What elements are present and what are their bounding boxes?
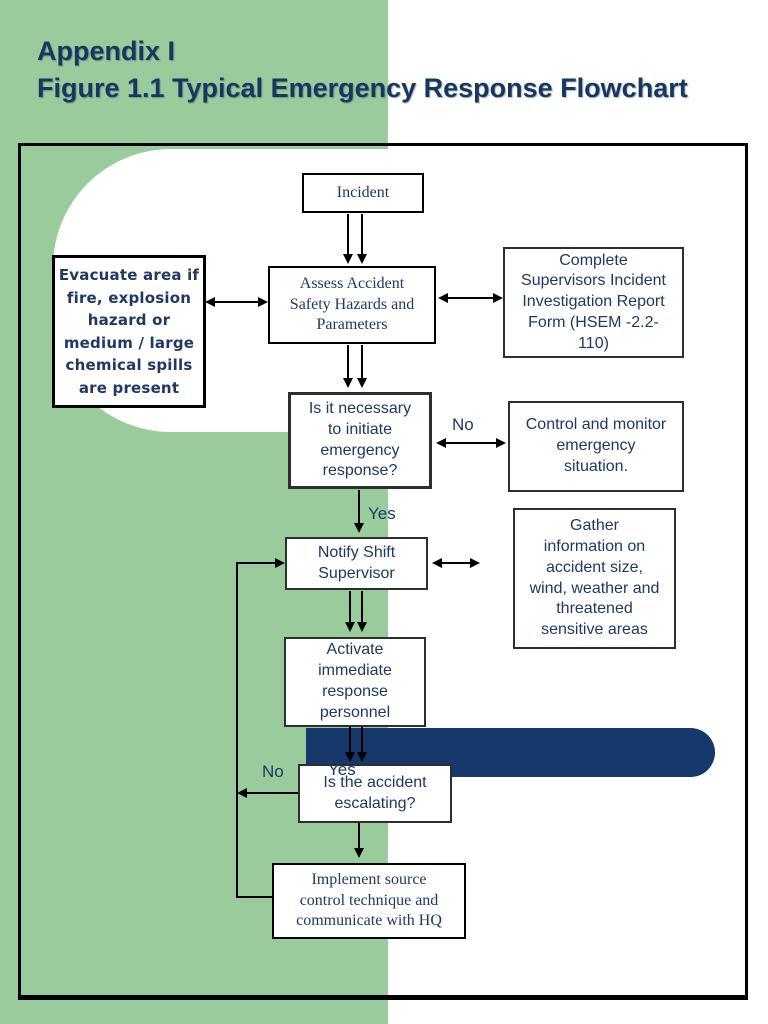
flow-line (358, 490, 360, 526)
arrowhead-down-icon (343, 378, 353, 388)
flow-line (361, 727, 363, 755)
arrowhead-left-icon (237, 788, 247, 798)
arrowhead-down-icon (357, 622, 367, 632)
node-control-monitor: Control and monitor emergency situation. (508, 401, 684, 492)
node-gather-info: Gather information on accident size, win… (513, 508, 676, 649)
node-implement-source: Implement source control technique and c… (272, 863, 466, 939)
arrowhead-left-icon (436, 438, 446, 448)
node-notify-supervisor: Notify Shift Supervisor (285, 537, 428, 590)
flow-line (361, 591, 363, 625)
flow-line (361, 345, 363, 380)
flow-line (349, 591, 351, 625)
node-incident: Incident (302, 173, 424, 213)
loop-line (238, 562, 278, 564)
loop-line (236, 562, 238, 898)
title-line-2: Figure 1.1 Typical Emergency Response Fl… (37, 73, 688, 103)
arrowhead-right-icon (493, 293, 503, 303)
loop-line (237, 896, 273, 898)
arrowhead-down-icon (345, 752, 355, 762)
arrowhead-down-icon (354, 523, 364, 533)
node-escalating-question: Is the accident escalating? (298, 764, 452, 823)
flow-line (448, 297, 493, 299)
arrowhead-right-icon (470, 558, 480, 568)
arrowhead-right-icon (258, 297, 268, 307)
arrowhead-left-icon (432, 558, 442, 568)
page-title: Appendix I Figure 1.1 Typical Emergency … (37, 33, 688, 107)
flow-line (247, 792, 298, 794)
flow-line (347, 345, 349, 380)
flow-line (349, 727, 351, 755)
arrowhead-right-icon (496, 438, 506, 448)
label-no-escalating: No (262, 762, 284, 781)
flow-line (358, 823, 360, 851)
arrowhead-left-icon (438, 293, 448, 303)
label-yes-initiate: Yes (368, 504, 396, 523)
arrowhead-down-icon (357, 254, 367, 264)
node-assess-hazards: Assess Accident Safety Hazards and Param… (268, 266, 436, 344)
flow-line (442, 562, 470, 564)
node-initiate-question: Is it necessary to initiate emergency re… (288, 392, 432, 489)
flowchart-border-frame (18, 143, 748, 1000)
node-evacuate-area: Evacuate area if fire, explosion hazard … (52, 255, 206, 408)
arrowhead-down-icon (345, 622, 355, 632)
flow-line (361, 214, 363, 256)
label-yes-escalating: Yes (328, 760, 356, 779)
node-complete-report: Complete Supervisors Incident Investigat… (503, 247, 684, 358)
arrowhead-down-icon (343, 254, 353, 264)
arrowhead-right-icon (275, 558, 285, 568)
label-no-initiate: No (452, 415, 474, 434)
arrowhead-down-icon (354, 848, 364, 858)
arrowhead-down-icon (357, 378, 367, 388)
arrowhead-down-icon (357, 752, 367, 762)
title-line-1: Appendix I (37, 36, 176, 66)
flow-line (215, 301, 258, 303)
arrowhead-left-icon (205, 297, 215, 307)
flow-line (347, 214, 349, 256)
node-activate-personnel: Activate immediate response personnel (284, 637, 426, 727)
flow-line (446, 442, 496, 444)
